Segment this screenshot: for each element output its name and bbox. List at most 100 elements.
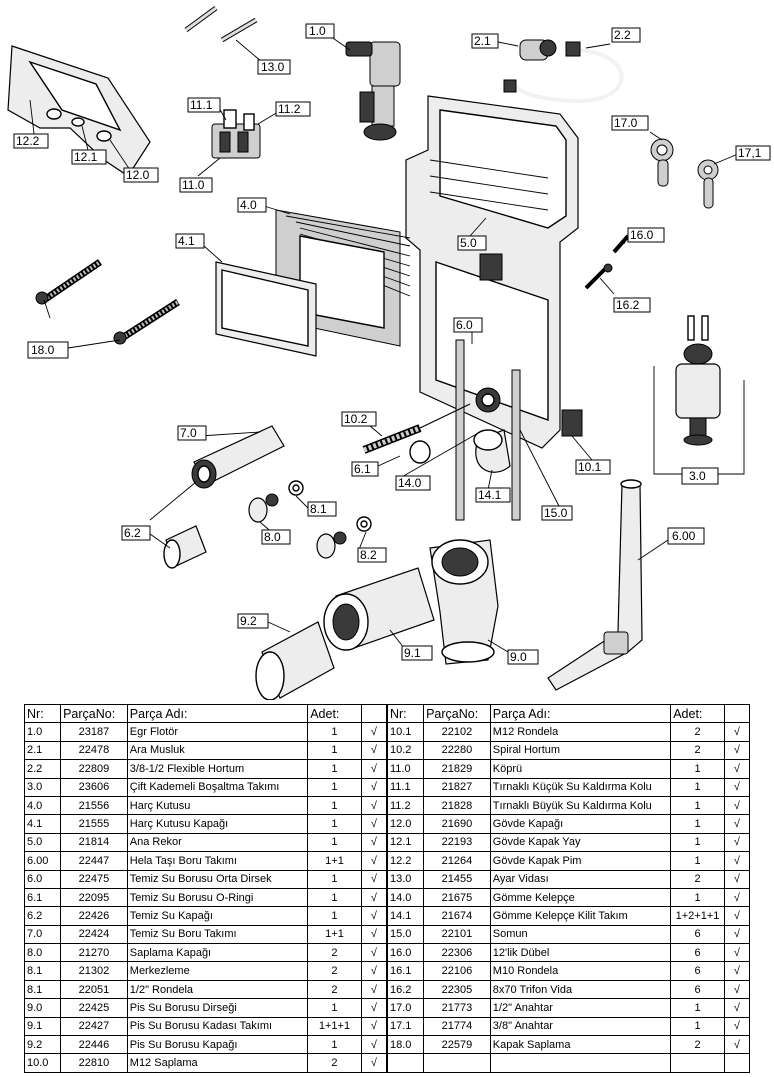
svg-text:6.00: 6.00: [672, 529, 696, 543]
svg-text:7.0: 7.0: [180, 426, 197, 440]
cell-qty: 1: [670, 832, 725, 853]
cell-qty: 1: [670, 851, 725, 871]
cell-qty: 1: [670, 887, 725, 908]
cell-no: 22426: [60, 906, 128, 926]
cell-name: Hela Taşı Boru Takımı: [126, 851, 309, 871]
header-parca-no-right: ParçaNo:: [423, 703, 491, 724]
callout-9-1: 9.1: [401, 645, 433, 661]
cell-no: 22579: [423, 1035, 491, 1055]
cell-qty: 1: [307, 722, 362, 742]
svg-text:16.0: 16.0: [630, 228, 654, 242]
cell-nr: 6.2: [23, 906, 62, 926]
svg-text:4.1: 4.1: [178, 234, 195, 248]
callout-9-2: 9.2: [237, 613, 269, 629]
cell-no: 21556: [60, 795, 128, 816]
svg-text:11.2: 11.2: [278, 102, 301, 116]
cell-no: 21455: [423, 869, 491, 889]
check-mark: √: [723, 1016, 751, 1037]
callout-16-2: 16.2: [613, 297, 651, 313]
header-parca-no: ParçaNo:: [60, 703, 128, 724]
cell-nr: 2.1: [23, 740, 62, 761]
cell-qty: 2: [670, 869, 725, 889]
cell-name: Tırnaklı Küçük Su Kaldırma Kolu: [489, 777, 672, 797]
callout-6-2: 6.2: [121, 525, 151, 541]
cell-qty: [670, 1053, 725, 1073]
cell-nr: 4.0: [23, 795, 62, 816]
check-mark: √: [723, 961, 751, 981]
cell-nr: 12.2: [385, 851, 425, 871]
clean-water-pipe-drawing: [191, 425, 285, 489]
cell-qty: 1: [307, 1035, 362, 1055]
check-mark: √: [723, 759, 751, 779]
cell-no: 22447: [60, 851, 128, 871]
check-mark: √: [360, 795, 388, 816]
cell-name: Temiz Su Borusu O-Ringi: [126, 887, 309, 908]
header-check-right: [723, 703, 751, 724]
cell-nr: 15.0: [385, 924, 425, 945]
cell-no: 21774: [423, 1016, 491, 1037]
body-cover-plate-drawing: [7, 45, 151, 177]
cell-qty: 6: [670, 943, 725, 963]
cell-qty: 1: [307, 795, 362, 816]
cell-no: 21828: [423, 795, 491, 816]
cell-name: Pis Su Borusu Kapağı: [126, 1035, 309, 1055]
svg-text:1.0: 1.0: [309, 24, 326, 38]
callout-18-0: 18.0: [27, 341, 69, 359]
svg-text:17,1: 17,1: [738, 146, 762, 160]
cell-name: Ara Musluk: [126, 740, 309, 761]
cell-name: Ana Rekor: [126, 832, 309, 853]
cell-no: 21675: [423, 887, 491, 908]
callout-14-1: 14.1: [475, 487, 511, 503]
check-mark: √: [360, 814, 388, 834]
callout-11-2: 11.2: [275, 101, 311, 117]
cell-nr: 1.0: [23, 722, 62, 742]
cell-no: 23606: [60, 777, 128, 797]
cell-name: Pis Su Borusu Kadası Takımı: [126, 1016, 309, 1037]
callout-12-1: 12.1: [71, 149, 107, 165]
cell-nr: 17.1: [385, 1016, 425, 1037]
cell-qty: 1: [307, 998, 362, 1018]
cell-no: 22427: [60, 1016, 128, 1037]
callout-11-1: 11.1: [187, 97, 221, 113]
svg-text:8.0: 8.0: [264, 530, 281, 544]
check-mark: √: [723, 795, 751, 816]
cell-no: 21555: [60, 814, 128, 834]
clean-water-cap-drawing: [163, 525, 207, 569]
cell-qty: 6: [670, 961, 725, 981]
cell-no: 22305: [423, 979, 491, 1000]
parts-table-header-row: Nr: ParçaNo: Parça Adı: Adet: Nr: ParçaN…: [23, 703, 751, 724]
cell-qty: 1: [670, 814, 725, 834]
cell-qty: 1: [307, 832, 362, 853]
callout-5-0: 5.0: [457, 235, 487, 251]
cell-nr: 10.1: [385, 722, 425, 742]
svg-text:10.2: 10.2: [344, 412, 368, 426]
svg-text:16.2: 16.2: [616, 298, 640, 312]
svg-text:4.0: 4.0: [240, 198, 257, 212]
clamp-drawing: [473, 429, 511, 473]
cell-no: 22280: [423, 740, 491, 761]
callout-12-0: 12.0: [123, 167, 159, 183]
keys-drawing: [650, 138, 719, 209]
cell-name: Temiz Su Kapağı: [126, 906, 309, 926]
cell-nr: [385, 1053, 425, 1073]
cell-no: 21270: [60, 943, 128, 963]
cell-no: 21827: [423, 777, 491, 797]
cell-no: 22095: [60, 887, 128, 908]
cell-name: M12 Rondela: [489, 722, 672, 742]
cell-nr: 8.0: [23, 943, 62, 963]
cell-name: Çift Kademeli Boşaltma Takımı: [126, 777, 309, 797]
cell-nr: 11.0: [385, 759, 425, 779]
svg-text:14.1: 14.1: [478, 488, 502, 502]
check-mark: √: [360, 961, 388, 981]
cell-qty: 1: [307, 740, 362, 761]
cell-qty: 1: [307, 814, 362, 834]
check-mark: √: [723, 832, 751, 853]
cell-name: M12 Saplama: [126, 1053, 309, 1073]
tap-and-hose-drawing: [503, 39, 624, 104]
check-mark: √: [723, 979, 751, 1000]
dowels-drawing: [584, 234, 630, 290]
